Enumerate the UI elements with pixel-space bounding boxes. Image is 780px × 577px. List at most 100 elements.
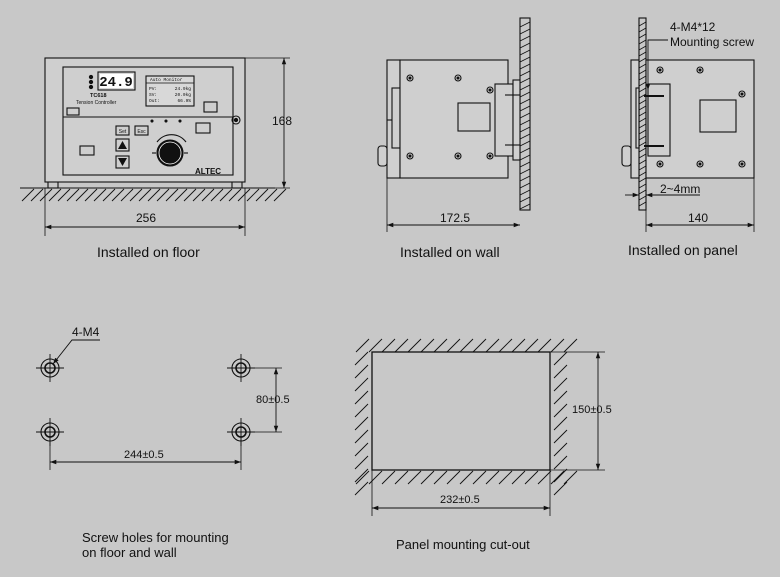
hatch-line	[472, 338, 487, 353]
hatch-line	[563, 338, 578, 353]
hatch-line	[255, 188, 269, 202]
hatch-line	[354, 481, 369, 496]
hatch-line	[354, 442, 369, 457]
hatch-line	[39, 188, 53, 202]
hatch-line	[638, 189, 647, 195]
hatch-line	[459, 470, 474, 485]
hatch-line	[264, 188, 278, 202]
hatch-line	[354, 377, 369, 392]
hatch-line	[433, 338, 448, 353]
hatch-line	[519, 189, 531, 196]
hatch-line	[30, 188, 44, 202]
hatch-line	[638, 57, 647, 63]
panel-screw-spec: 4-M4*12	[670, 20, 716, 34]
led-readout: 24.9	[99, 75, 133, 91]
hatch-line	[524, 338, 539, 353]
hole-spec-leader	[52, 339, 100, 365]
hatch-line	[519, 161, 531, 168]
device-brand: ALTEC	[195, 167, 221, 176]
panel-device-window	[699, 99, 737, 133]
lcd-row-3-label: Out:	[149, 98, 160, 104]
hatch-line	[638, 183, 647, 189]
hatch-line	[57, 188, 71, 202]
hatch-line	[519, 203, 531, 210]
screw-holes-view	[36, 339, 282, 470]
panel-caption: Installed on panel	[628, 242, 738, 258]
hatch-line	[519, 98, 531, 105]
lcd-screen	[145, 75, 195, 107]
hatch-line	[354, 468, 369, 483]
hatch-line	[201, 188, 215, 202]
hatch-line	[102, 188, 116, 202]
hatch-line	[511, 338, 526, 353]
hatch-line	[519, 21, 531, 28]
hatch-line	[638, 75, 647, 81]
hatch-line	[354, 416, 369, 431]
hatch-line	[472, 470, 487, 485]
hatch-line	[553, 403, 568, 418]
hatch-line	[638, 81, 647, 87]
esc-key-label: Esc	[137, 129, 146, 135]
hatch-line	[638, 177, 647, 183]
floor-hatching	[21, 188, 287, 202]
hatch-line	[174, 188, 188, 202]
hatch-line	[354, 429, 369, 444]
mode-icon-box	[66, 107, 80, 116]
cutout-opening	[371, 351, 551, 471]
device-model: TC618	[90, 93, 107, 99]
hatch-line	[219, 188, 233, 202]
manual-button	[79, 145, 95, 156]
hatch-line	[519, 126, 531, 133]
hatch-line	[519, 91, 531, 98]
hatch-line	[638, 147, 647, 153]
hatch-line	[519, 105, 531, 112]
hatch-line	[638, 51, 647, 57]
esc-button	[134, 125, 149, 136]
floor-height-label: 168	[272, 114, 293, 128]
hatch-line	[407, 338, 422, 353]
hatch-line	[519, 119, 531, 126]
hatch-line	[446, 338, 461, 353]
hatch-line	[420, 470, 435, 485]
wall-depth-label: 172.5	[440, 211, 471, 225]
hatch-line	[519, 70, 531, 77]
wall-device-body	[399, 59, 509, 179]
hatch-line	[368, 470, 383, 485]
hatch-line	[485, 470, 500, 485]
knob-arc	[156, 134, 187, 143]
hatch-line	[147, 188, 161, 202]
hatch-line	[446, 470, 461, 485]
hatch-line	[156, 188, 170, 202]
hatch-line	[394, 470, 409, 485]
hatch-line	[524, 470, 539, 485]
hatch-line	[237, 188, 251, 202]
cutout-caption: Panel mounting cut-out	[396, 537, 530, 552]
wall-hatching	[519, 21, 531, 210]
floor-view	[20, 57, 290, 236]
hatch-line	[638, 171, 647, 177]
hatch-line	[519, 42, 531, 49]
hatch-line	[553, 481, 568, 496]
hatch-line	[129, 188, 143, 202]
device-model-name: Tension Controller	[76, 100, 117, 106]
hatch-line	[519, 56, 531, 63]
panel-hatching	[638, 21, 647, 207]
hatch-line	[553, 364, 568, 379]
up-button	[115, 138, 130, 152]
menu-button	[195, 122, 211, 134]
cutout-view	[354, 338, 605, 516]
hatch-line	[394, 338, 409, 353]
hatch-line	[354, 351, 369, 366]
hatch-line	[550, 470, 565, 485]
hatch-line	[537, 338, 552, 353]
aux-icon-box	[203, 101, 218, 113]
hatch-line	[192, 188, 206, 202]
hatch-line	[638, 33, 647, 39]
hatch-line	[183, 188, 197, 202]
hatch-line	[354, 390, 369, 405]
wall-caption: Installed on wall	[400, 244, 500, 260]
hatch-line	[638, 105, 647, 111]
wall-knob-side	[377, 145, 388, 167]
holes-horizontal-label: 244±0.5	[124, 449, 164, 461]
